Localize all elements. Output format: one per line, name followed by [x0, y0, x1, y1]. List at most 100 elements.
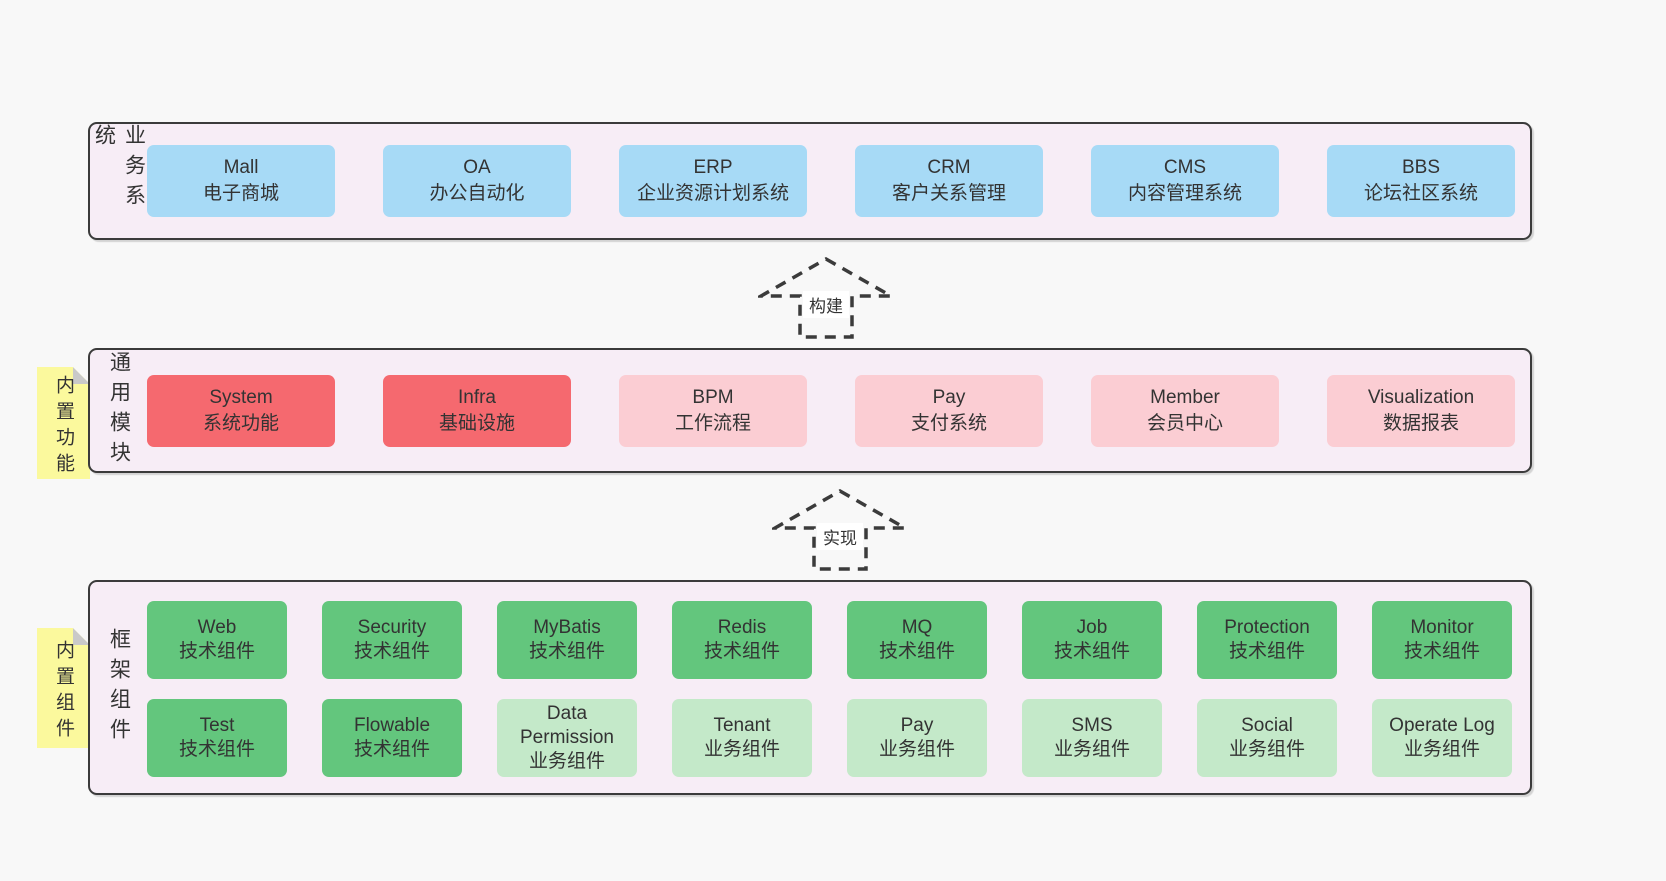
box-sms: SMS 业务组件 [1022, 699, 1162, 777]
box-title: Protection [1224, 617, 1310, 638]
components-row-1: Web 技术组件 Security 技术组件 MyBatis 技术组件 Redi… [147, 601, 1512, 679]
components-row-2: Test 技术组件 Flowable 技术组件 Data Permission … [147, 699, 1512, 777]
box-title: Social [1241, 715, 1293, 736]
box-title: Flowable [353, 715, 431, 736]
box-data-permission: Data Permission 业务组件 [497, 699, 637, 777]
box-subtitle: 内容管理系统 [1127, 183, 1242, 204]
sticky-tab-label: 内置功能 [53, 375, 74, 479]
box-bpm: BPM 工作流程 [619, 374, 807, 447]
layer-components-label: 框架组件 [107, 627, 131, 748]
box-title: Infra [457, 386, 497, 408]
layer-business-systems: 业务系统 Mall 电子商城 OA 办公自动化 ERP 企业资源计划系统 CRM… [88, 122, 1532, 240]
box-title: Data Permission [520, 703, 614, 748]
box-subtitle: 业务组件 [1228, 739, 1305, 760]
box-tenant: Tenant 业务组件 [672, 699, 812, 777]
box-test: Test 技术组件 [147, 699, 287, 777]
box-mall: Mall 电子商城 [147, 145, 335, 217]
up-arrow-icon [772, 488, 908, 571]
box-subtitle: 技术组件 [178, 739, 255, 760]
box-subtitle: 技术组件 [703, 641, 780, 662]
box-title: Visualization [1367, 386, 1475, 408]
box-web: Web 技术组件 [147, 601, 287, 679]
layer-modules-label: 通用模块 [107, 350, 131, 471]
box-subtitle: 支付系统 [910, 412, 987, 434]
box-title: Tenant [713, 715, 771, 736]
arrow-build: 构建 [758, 256, 894, 340]
box-title: Job [1076, 617, 1108, 638]
box-subtitle: 技术组件 [878, 641, 955, 662]
box-title: Web [197, 617, 237, 638]
layer-common-modules: 通用模块 System 系统功能 Infra 基础设施 BPM 工作流程 Pay… [88, 348, 1532, 473]
box-member: Member 会员中心 [1091, 374, 1279, 447]
box-job: Job 技术组件 [1022, 601, 1162, 679]
box-monitor: Monitor 技术组件 [1372, 601, 1512, 679]
box-protection: Protection 技术组件 [1197, 601, 1337, 679]
box-subtitle: 技术组件 [353, 739, 430, 760]
box-title: BBS [1401, 157, 1441, 178]
box-title: CRM [927, 157, 971, 178]
box-subtitle: 业务组件 [1403, 739, 1480, 760]
box-subtitle: 企业资源计划系统 [636, 183, 789, 204]
components-rows: Web 技术组件 Security 技术组件 MyBatis 技术组件 Redi… [147, 601, 1512, 777]
box-pay-business: Pay 业务组件 [847, 699, 987, 777]
box-title: MyBatis [533, 617, 601, 638]
box-subtitle: 业务组件 [528, 751, 605, 772]
box-subtitle: 技术组件 [1403, 641, 1480, 662]
box-system: System 系统功能 [147, 374, 335, 447]
box-visualization: Visualization 数据报表 [1327, 374, 1515, 447]
box-social: Social 业务组件 [1197, 699, 1337, 777]
box-operate-log: Operate Log 业务组件 [1372, 699, 1512, 777]
box-title: SMS [1071, 715, 1113, 736]
box-subtitle: 业务组件 [703, 739, 780, 760]
arrow-implement-label: 实现 [817, 523, 863, 550]
box-title: CMS [1163, 157, 1207, 178]
box-title: MQ [901, 617, 933, 638]
sticky-tab-builtin-features: 内置功能 [37, 367, 90, 479]
box-mq: MQ 技术组件 [847, 601, 987, 679]
modules-boxes-row: System 系统功能 Infra 基础设施 BPM 工作流程 Pay 支付系统… [147, 350, 1515, 471]
box-subtitle: 技术组件 [528, 641, 605, 662]
box-oa: OA 办公自动化 [383, 145, 571, 217]
sticky-tab-builtin-components: 内置组件 [37, 628, 90, 748]
box-title: Pay [900, 715, 934, 736]
box-subtitle: 系统功能 [202, 412, 279, 434]
box-title: ERP [693, 157, 733, 178]
box-title: Test [199, 715, 235, 736]
box-title: System [209, 386, 273, 408]
box-subtitle: 电子商城 [202, 183, 279, 204]
box-subtitle: 论坛社区系统 [1363, 183, 1478, 204]
box-subtitle: 技术组件 [353, 641, 430, 662]
box-subtitle: 技术组件 [1053, 641, 1130, 662]
box-subtitle: 业务组件 [1053, 739, 1130, 760]
box-subtitle: 工作流程 [674, 412, 751, 434]
box-security: Security 技术组件 [322, 601, 462, 679]
box-title: OA [463, 157, 491, 178]
box-pay: Pay 支付系统 [855, 374, 1043, 447]
box-erp: ERP 企业资源计划系统 [619, 145, 807, 217]
box-subtitle: 技术组件 [1228, 641, 1305, 662]
box-subtitle: 技术组件 [178, 641, 255, 662]
layer-framework-components: 框架组件 Web 技术组件 Security 技术组件 MyBatis 技术组件… [88, 580, 1532, 795]
box-title: Security [357, 617, 427, 638]
box-title: Monitor [1410, 617, 1474, 638]
box-title: Member [1150, 386, 1220, 408]
box-crm: CRM 客户关系管理 [855, 145, 1043, 217]
arrow-build-label: 构建 [803, 291, 849, 318]
up-arrow-icon [758, 256, 894, 339]
box-title: BPM [692, 386, 734, 408]
box-subtitle: 办公自动化 [429, 183, 525, 204]
sticky-tab-label: 内置组件 [53, 640, 74, 744]
box-infra: Infra 基础设施 [383, 374, 571, 447]
box-subtitle: 客户关系管理 [891, 183, 1006, 204]
box-bbs: BBS 论坛社区系统 [1327, 145, 1515, 217]
box-cms: CMS 内容管理系统 [1091, 145, 1279, 217]
box-subtitle: 会员中心 [1146, 412, 1223, 434]
box-title: Mall [223, 157, 259, 178]
box-mybatis: MyBatis 技术组件 [497, 601, 637, 679]
box-subtitle: 基础设施 [438, 412, 515, 434]
business-boxes-row: Mall 电子商城 OA 办公自动化 ERP 企业资源计划系统 CRM 客户关系… [147, 124, 1515, 238]
box-subtitle: 业务组件 [878, 739, 955, 760]
box-redis: Redis 技术组件 [672, 601, 812, 679]
layer-business-label: 业务系统 [92, 124, 146, 214]
